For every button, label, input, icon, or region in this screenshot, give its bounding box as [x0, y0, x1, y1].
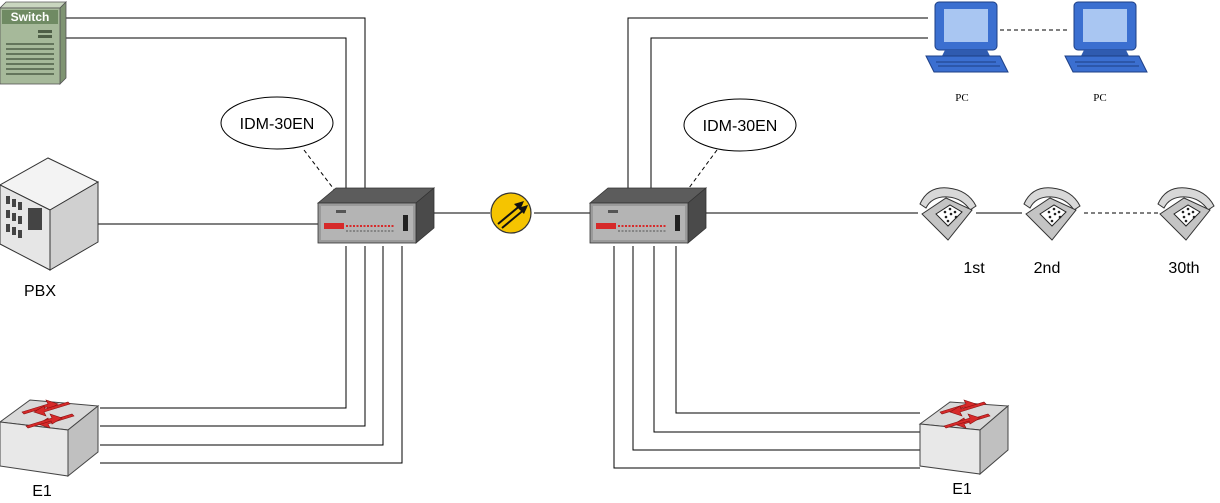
ethernet-switch-icon: E1 — [0, 399, 100, 500]
fiber-link-icon — [490, 192, 532, 234]
callout-leader-right — [685, 149, 718, 193]
pc-2-label: PC — [1093, 92, 1106, 104]
idm-30en-device-icon — [588, 187, 708, 244]
phone-3-label: 30th — [1168, 260, 1199, 277]
telephone-icon: 2nd — [1023, 187, 1081, 277]
e1-right-label: E1 — [952, 481, 972, 498]
pbx-icon: PBX — [0, 157, 100, 300]
pc-icon: PC — [925, 1, 1009, 104]
pc-icon: PC — [1064, 1, 1148, 104]
switch-label: Switch — [11, 10, 50, 24]
callout-idm-right: IDM-30EN — [683, 98, 797, 152]
telephone-icon: 30th — [1157, 187, 1215, 277]
e1-left-label: E1 — [32, 483, 52, 500]
connection-lines — [60, 17, 1158, 469]
ethernet-switch-icon: E1 — [918, 399, 1010, 498]
callout-idm-left-label: IDM-30EN — [240, 116, 315, 133]
callout-idm-right-label: IDM-30EN — [703, 118, 778, 135]
callout-leader-left — [303, 149, 337, 193]
callout-idm-left: IDM-30EN — [220, 96, 334, 150]
idm-30en-device-icon — [316, 187, 436, 244]
phone-2-label: 2nd — [1034, 260, 1061, 277]
pc-1-label: PC — [955, 92, 968, 104]
pbx-label: PBX — [24, 283, 56, 300]
switch-icon: Switch — [0, 1, 67, 85]
phone-1-label: 1st — [963, 260, 985, 277]
telephone-icon: 1st — [919, 187, 985, 277]
